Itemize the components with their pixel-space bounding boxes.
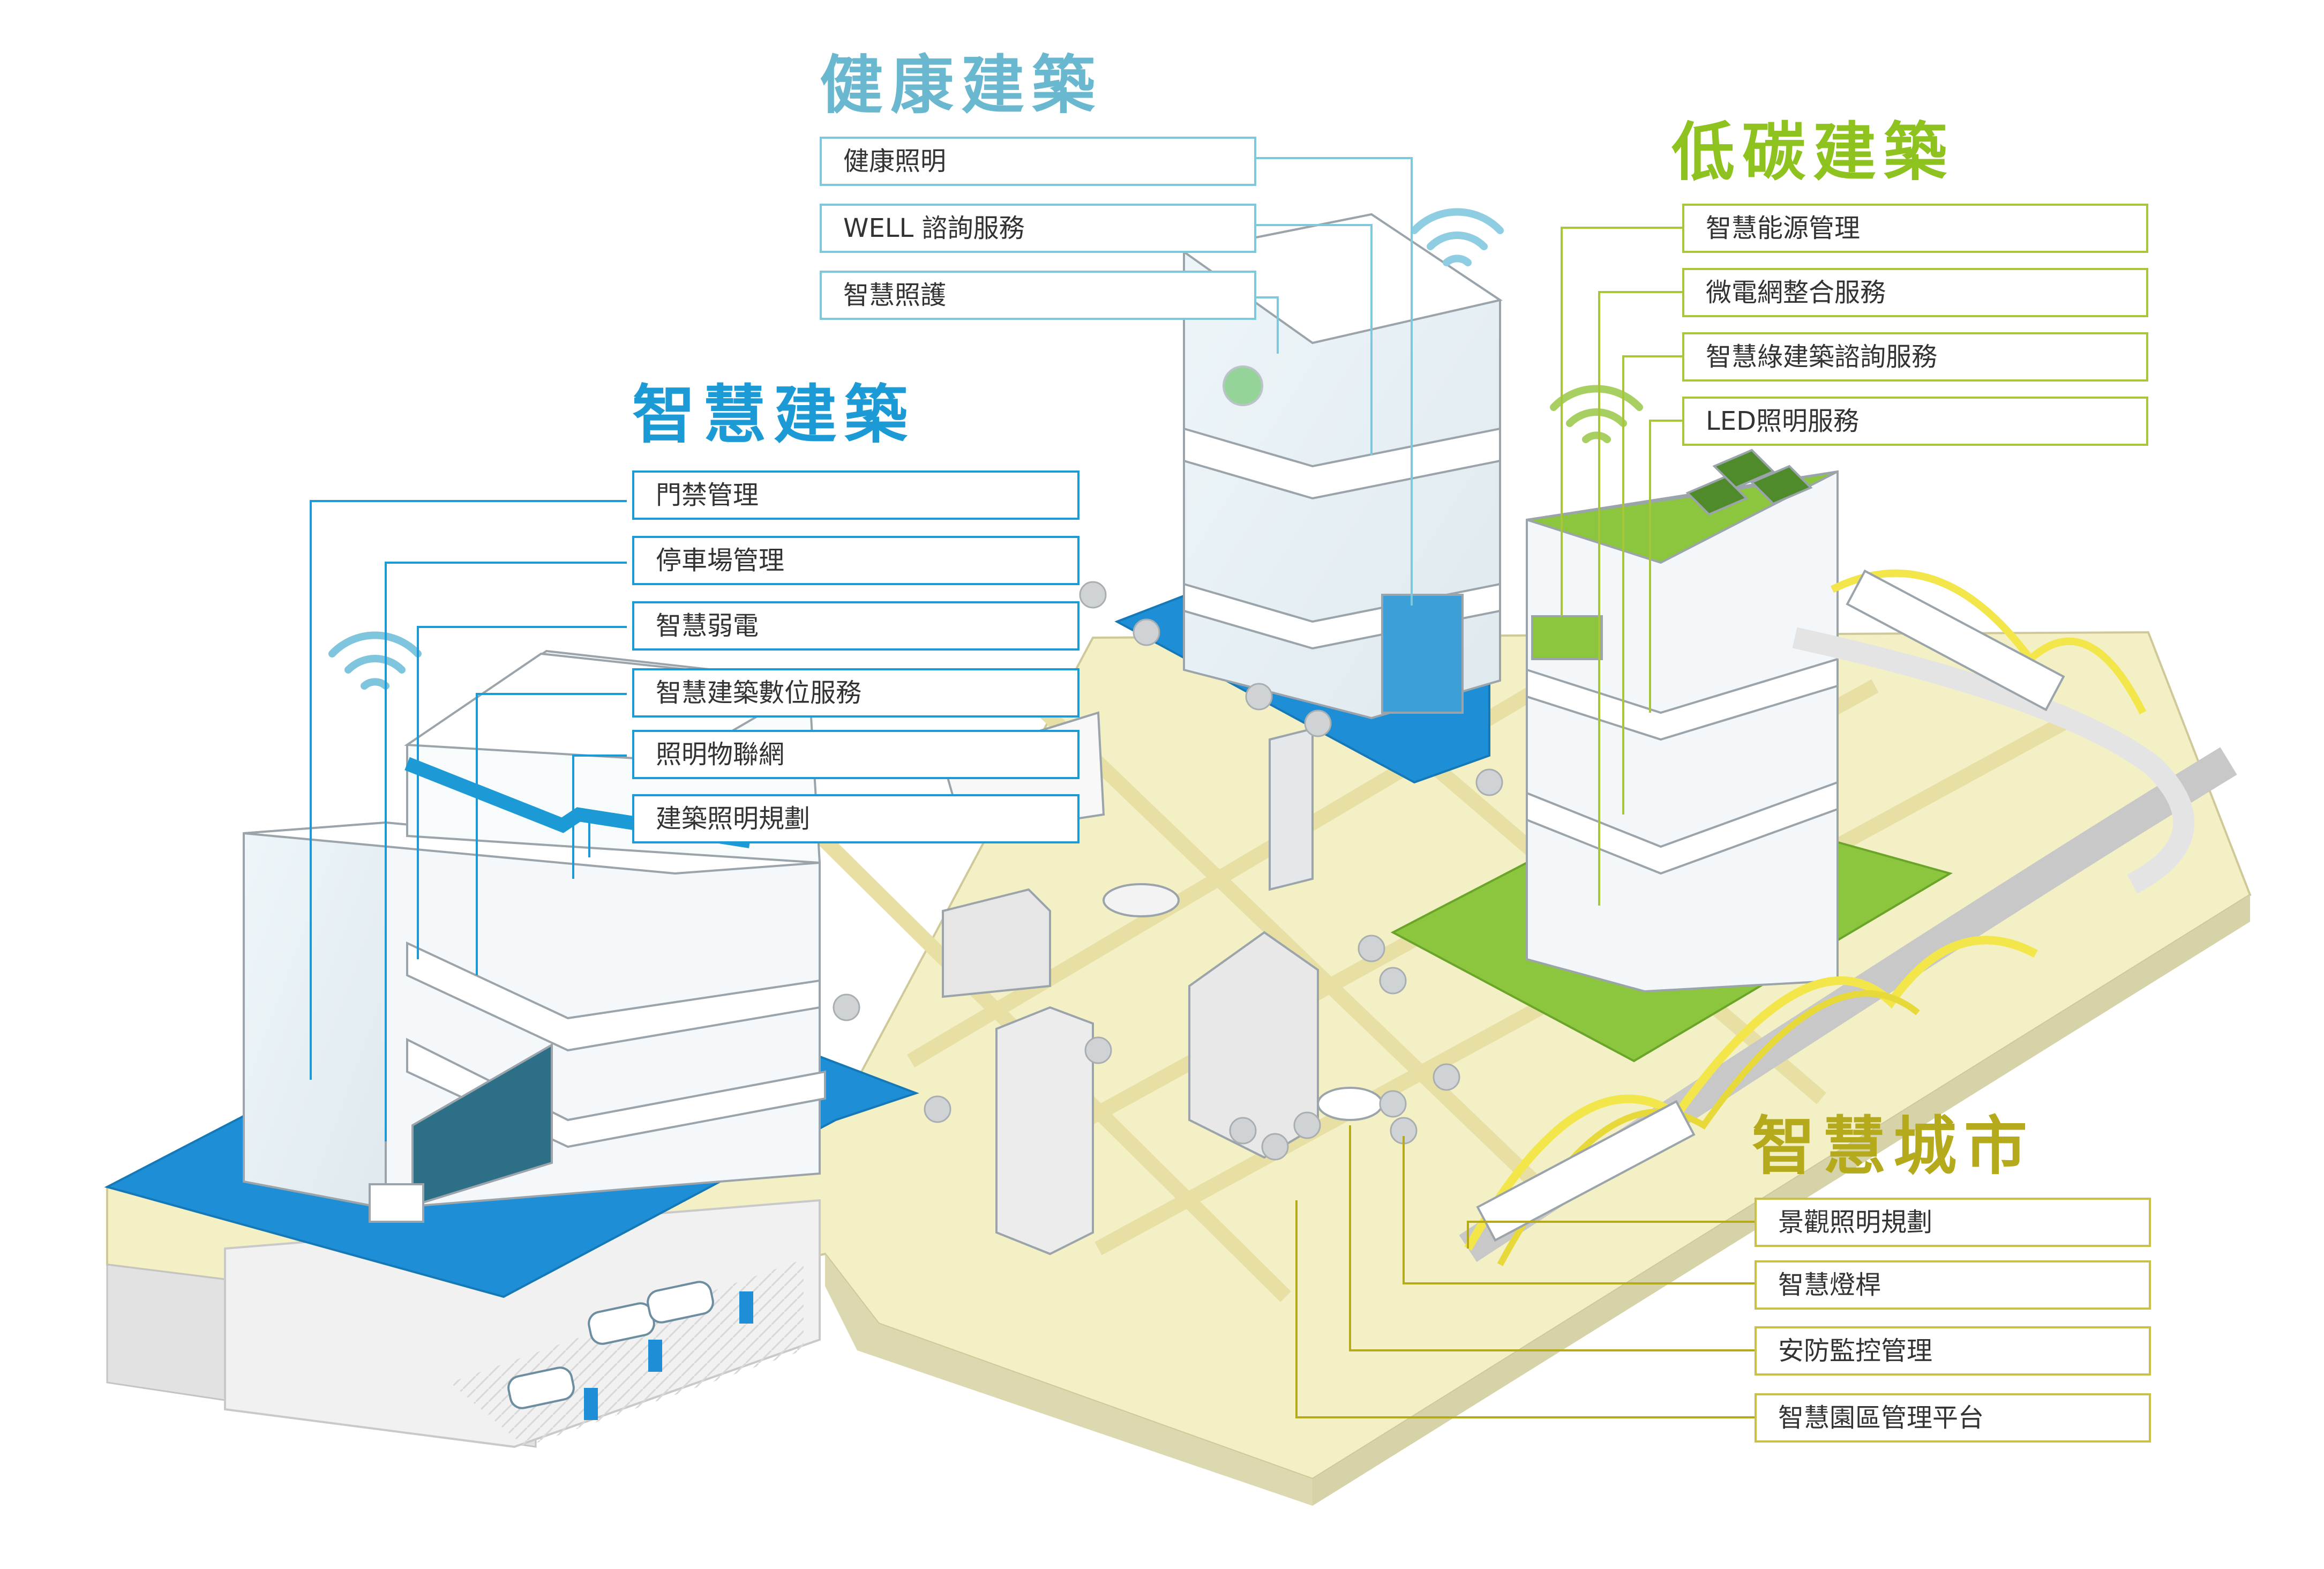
- trees: [833, 581, 1503, 1161]
- label-smart-pole: 智慧燈桿: [1755, 1260, 2151, 1310]
- heading-smart-city: 智慧城市: [1752, 1109, 2035, 1183]
- label-green-building-consulting: 智慧綠建築諮詢服務: [1682, 332, 2148, 382]
- elevated-railway: [1459, 569, 2237, 1266]
- low-carbon-building: [1526, 449, 1839, 993]
- label-landscape-lighting-planning: 景觀照明規劃: [1755, 1198, 2151, 1247]
- callout-connectors: [310, 157, 1755, 1418]
- label-well-consulting: WELL 諮詢服務: [820, 204, 1256, 253]
- label-smart-building-digital-service: 智慧建築數位服務: [632, 668, 1079, 718]
- healthy-building: [1181, 213, 1503, 720]
- label-healthy-lighting: 健康照明: [820, 137, 1256, 186]
- label-security-monitoring: 安防監控管理: [1755, 1326, 2151, 1376]
- heading-low-carbon-building: 低碳建築: [1671, 115, 1955, 189]
- label-lighting-iot: 照明物聯網: [632, 730, 1079, 779]
- label-architectural-lighting-planning: 建築照明規劃: [632, 794, 1079, 843]
- wifi-icon: [328, 208, 1643, 690]
- label-smart-energy-management: 智慧能源管理: [1682, 204, 2148, 253]
- label-smart-low-voltage: 智慧弱電: [632, 601, 1079, 651]
- label-microgrid-integration: 微電網整合服務: [1682, 268, 2148, 317]
- label-smart-park-platform: 智慧園區管理平台: [1755, 1393, 2151, 1443]
- label-access-control: 門禁管理: [632, 470, 1079, 520]
- underground-parking: [224, 1199, 821, 1448]
- label-smart-care: 智慧照護: [820, 271, 1256, 320]
- label-led-lighting-service: LED照明服務: [1682, 397, 2148, 446]
- label-parking-management: 停車場管理: [632, 536, 1079, 585]
- heading-healthy-building: 健康建築: [820, 48, 1103, 122]
- heading-smart-building: 智慧建築: [632, 378, 916, 452]
